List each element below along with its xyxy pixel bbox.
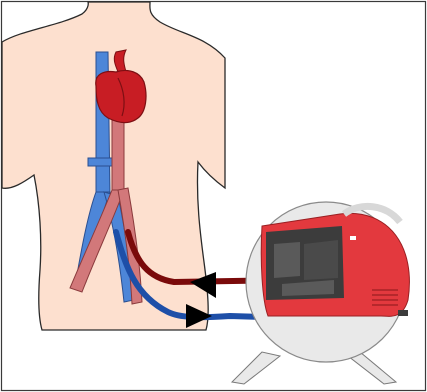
diagram-canvas [0,0,427,392]
ecmo-diagram [0,0,427,392]
